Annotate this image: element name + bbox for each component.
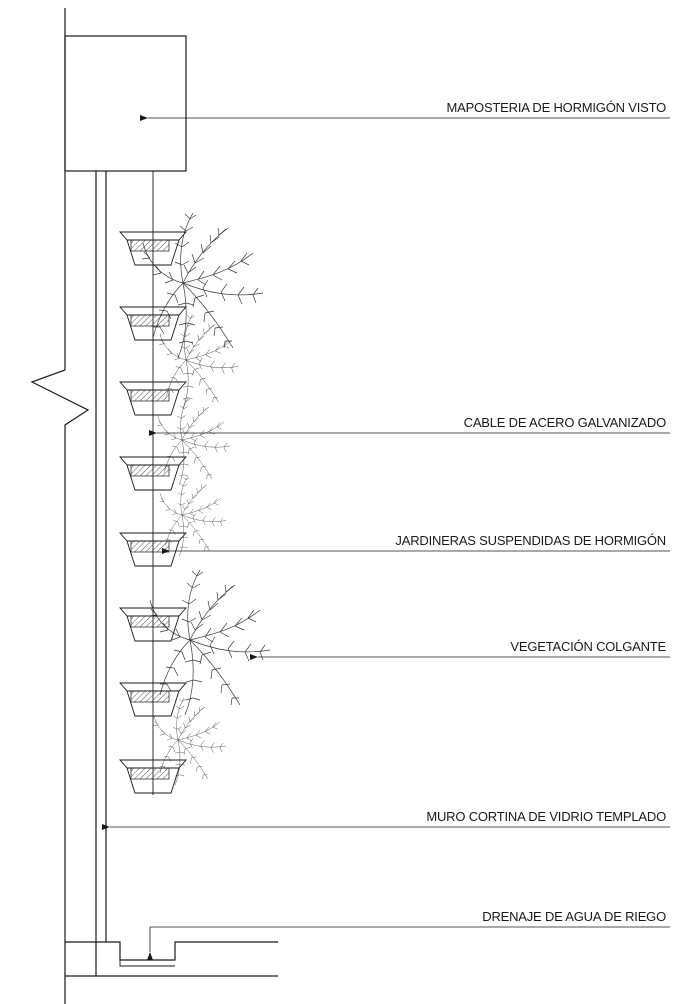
curtain-wall <box>95 171 107 942</box>
vegetation <box>159 476 227 557</box>
label-drainage: DRENAJE DE AGUA DE RIEGO <box>482 909 666 924</box>
label-vegetation: VEGETACIÓN COLGANTE <box>510 639 666 654</box>
label-planters: JARDINERAS SUSPENDIDAS DE HORMIGÓN <box>395 533 666 548</box>
masonry-block <box>64 35 187 172</box>
vegetation <box>141 212 264 359</box>
label-masonry: MAPOSTERIA DE HORMIGÓN VISTO <box>446 100 666 115</box>
label-cable: CABLE DE ACERO GALVANIZADO <box>464 415 666 430</box>
vegetation <box>159 314 239 409</box>
break-line <box>30 8 90 1004</box>
floor-slab <box>65 941 278 977</box>
label-curtain-wall: MURO CORTINA DE VIDRIO TEMPLADO <box>426 809 666 824</box>
leader-drainage <box>147 926 670 960</box>
